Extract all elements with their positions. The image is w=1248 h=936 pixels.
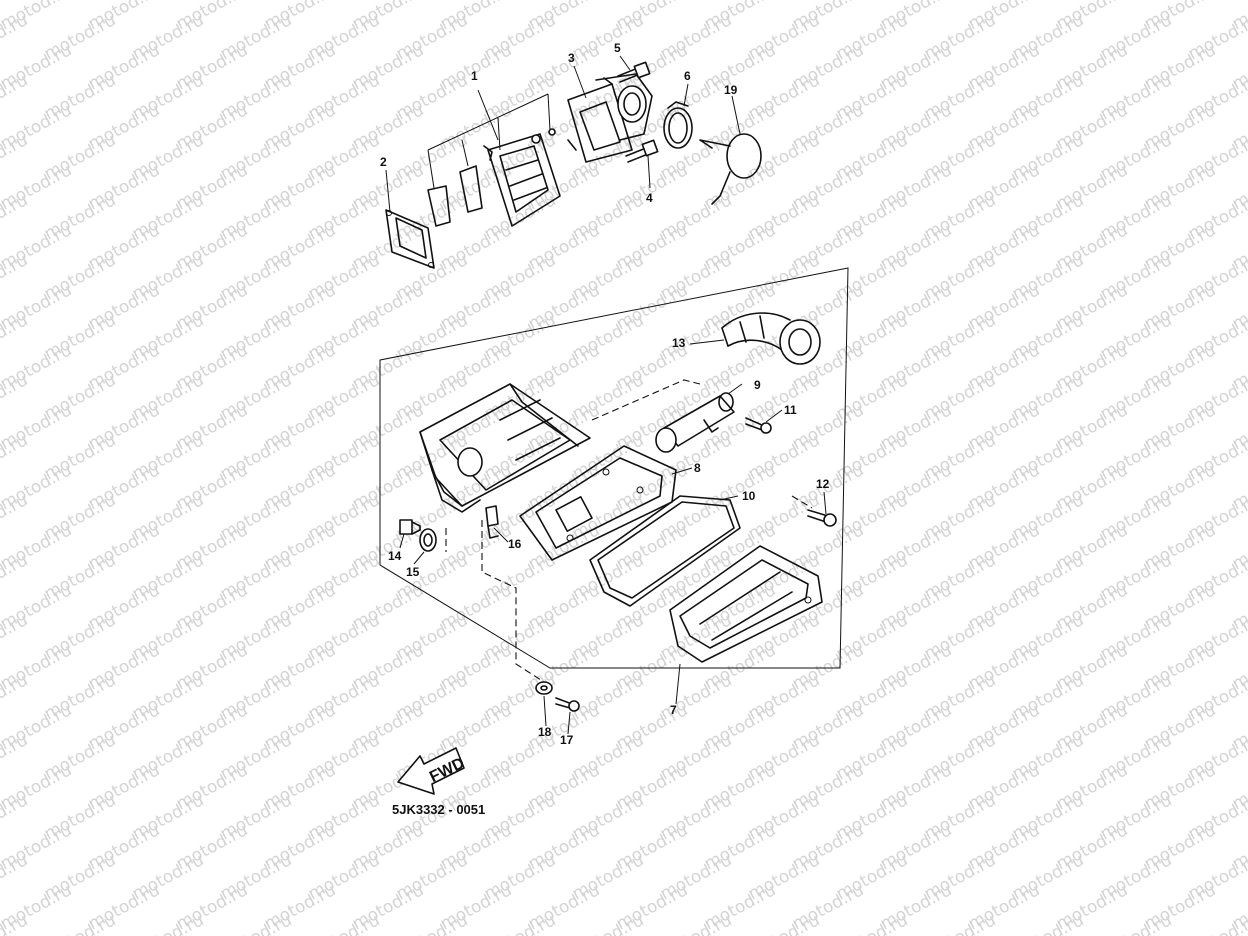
- leader-lines: [385, 55, 827, 735]
- assembly-frame: [379, 267, 849, 669]
- part-4-bolt: [625, 139, 659, 163]
- part-10-seal: [589, 495, 741, 607]
- part-2-gasket: [385, 209, 435, 269]
- part-15-cap: [419, 528, 437, 552]
- callout-7: 7: [670, 703, 677, 717]
- air-cleaner-case: [419, 383, 591, 513]
- callout-13: 13: [672, 336, 686, 350]
- part-11-screw: [745, 417, 772, 434]
- callout-6: 6: [684, 69, 691, 83]
- callout-5: 5: [614, 41, 621, 55]
- callout-2: 2: [380, 155, 387, 169]
- callout-8: 8: [694, 461, 701, 475]
- part-12-screw: [807, 509, 837, 527]
- callout-10: 10: [742, 489, 756, 503]
- callout-15: 15: [406, 565, 420, 579]
- part-17-screw: [555, 697, 580, 712]
- part-3-intake-manifold: [567, 73, 653, 163]
- callout-12: 12: [816, 477, 830, 491]
- callout-17: 17: [560, 733, 574, 747]
- fwd-direction-arrow: FWD: [397, 747, 467, 795]
- callout-bracket-1: [427, 89, 551, 189]
- callout-18: 18: [538, 725, 552, 739]
- callout-4: 4: [646, 191, 653, 205]
- callout-16: 16: [508, 537, 522, 551]
- part-18-washer: [535, 681, 553, 695]
- part-1-reed-valve: [483, 128, 561, 227]
- part-5-bolt: [617, 61, 651, 83]
- callout-numbers: 1 2 3 4 5 6 19 13 9 11 8 10 12 14 15 16 …: [380, 41, 830, 747]
- callout-1: 1: [471, 69, 478, 83]
- part-19-spring-clamp: [699, 133, 762, 205]
- diagram-code: 5JK3332 - 0051: [392, 802, 485, 817]
- part-8-element-plate: [519, 445, 677, 561]
- part-9-inlet-pipe: [655, 392, 735, 453]
- callout-14: 14: [388, 549, 402, 563]
- part-13-intake-duct: [721, 312, 821, 365]
- part-14-plug: [399, 519, 421, 535]
- reed-petals: [427, 165, 483, 227]
- part-16-clip: [485, 505, 499, 539]
- alignment-lines: [445, 379, 813, 683]
- callout-19: 19: [724, 83, 738, 97]
- callout-11: 11: [784, 403, 797, 417]
- callout-9: 9: [754, 378, 761, 392]
- callout-3: 3: [568, 51, 575, 65]
- part-7-cover: [669, 545, 823, 663]
- part-6-clamp: [663, 101, 693, 149]
